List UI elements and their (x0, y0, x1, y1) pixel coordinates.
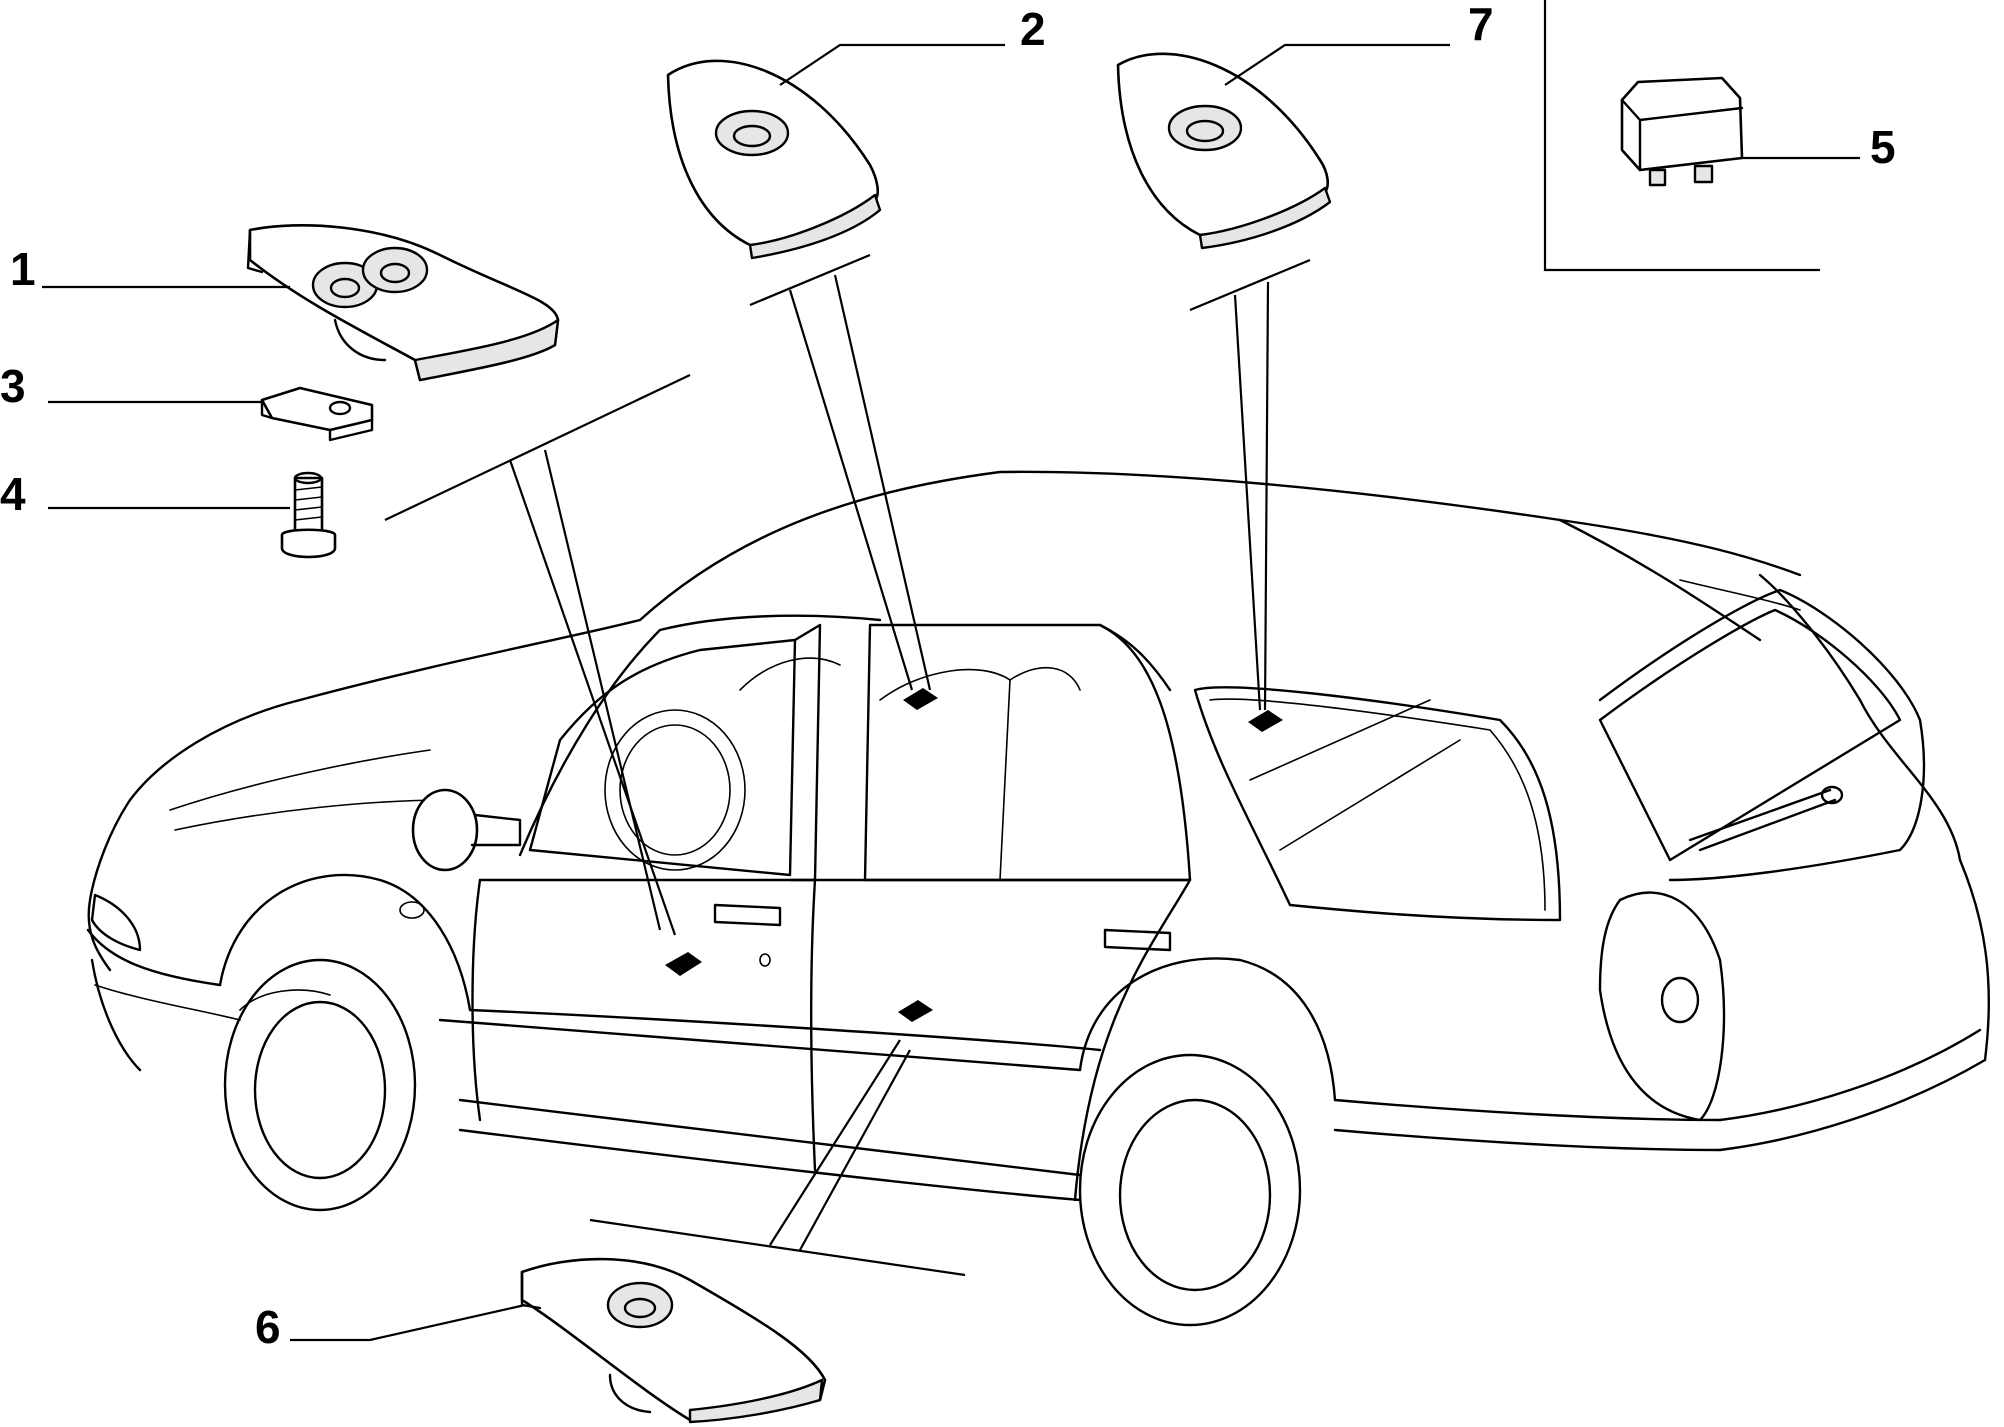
callout-label-3: 3 (0, 360, 26, 412)
part-3-clip (260, 386, 374, 442)
part-4-screw (280, 471, 337, 559)
location-marker-front-door (665, 952, 702, 976)
callout-label-2: 2 (1020, 3, 1046, 55)
projection-lines (384, 253, 1311, 1277)
part-6-window-switch (520, 1257, 827, 1424)
callout-label-4: 4 (0, 468, 26, 520)
part-7-window-switch (1116, 52, 1332, 250)
part-2-window-switch (666, 59, 882, 260)
location-marker-rear-door (898, 1000, 933, 1022)
leader-lines (42, 43, 1860, 1342)
part-1-double-window-switch (246, 224, 560, 382)
callout-label-6: 6 (255, 1301, 281, 1353)
location-marker-rear-window (1248, 710, 1283, 732)
callout-label-1: 1 (10, 243, 36, 295)
location-marker-pillar (903, 688, 938, 710)
callout-label-7: 7 (1468, 0, 1494, 50)
part-5-relay (1620, 76, 1744, 187)
relay-inset-bracket (1543, 0, 1820, 272)
callout-label-5: 5 (1870, 121, 1896, 173)
callout-labels: 1 2 3 4 5 6 7 (0, 0, 1896, 1353)
car-outline (86, 470, 1991, 1327)
location-markers (665, 688, 1283, 1022)
